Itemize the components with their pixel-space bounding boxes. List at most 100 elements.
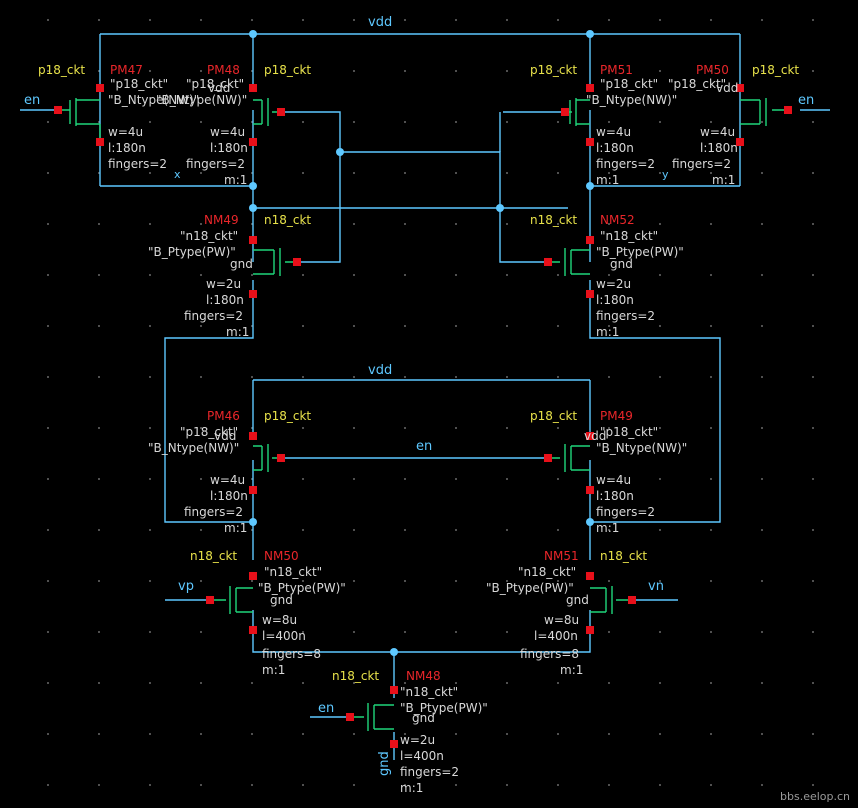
grid-dot [353, 70, 355, 72]
grid-dot [302, 325, 304, 327]
grid-dot [47, 223, 49, 225]
grid-dot [812, 631, 814, 633]
model-label: "p18_ckt" [600, 425, 658, 439]
grid-dot [47, 733, 49, 735]
grid-dot [659, 223, 661, 225]
grid-dot [251, 580, 253, 582]
param-fingers: fingers=2 [186, 157, 245, 171]
net-en-bottom: en [318, 701, 334, 716]
grid-dot [659, 733, 661, 735]
device-pm50[interactable]: PM50 p18_ckt "p18_ckt" vdd w=4u l:180n f… [668, 63, 799, 187]
grid-dot [149, 529, 151, 531]
grid-dot [761, 580, 763, 582]
grid-dot [608, 580, 610, 582]
grid-dot [455, 274, 457, 276]
model-label: "p18_ckt" [180, 425, 238, 439]
grid-dot [506, 682, 508, 684]
grid-dot [404, 274, 406, 276]
grid-dot [47, 19, 49, 21]
device-pm49[interactable]: p18_ckt PM49 "p18_ckt" vdd "B_Ntype(NW)"… [530, 409, 687, 535]
grid-dot [302, 19, 304, 21]
grid-dot [659, 274, 661, 276]
param-l: l:180n [700, 141, 738, 155]
device-pm47[interactable]: p18_ckt PM47 "p18_ckt" "B_Ntype(NW)" w=4… [38, 63, 199, 171]
param-w: w=4u [210, 473, 245, 487]
grid-dot [353, 19, 355, 21]
grid-dot [506, 733, 508, 735]
grid-dot [302, 121, 304, 123]
body-label: "B_Ntype(NW)" [148, 441, 239, 455]
grid-dot [200, 19, 202, 21]
cell-label: n18_ckt [332, 669, 379, 683]
grid-dot [710, 529, 712, 531]
param-fingers: fingers=8 [520, 647, 579, 661]
device-pins [54, 84, 792, 748]
grid-dot [251, 784, 253, 786]
grid-dot [149, 121, 151, 123]
param-m: m:1 [712, 173, 735, 187]
model-label: "n18_ckt" [518, 565, 576, 579]
grid-dot [404, 121, 406, 123]
grid-dot [710, 427, 712, 429]
grid-dot [455, 580, 457, 582]
grid-dot [557, 121, 559, 123]
grid-dot [251, 19, 253, 21]
net-x: x [174, 168, 181, 181]
grid-dot [506, 427, 508, 429]
pin-label: gnd [230, 257, 253, 271]
param-m: m:1 [560, 663, 583, 677]
grid-dot [659, 325, 661, 327]
param-fingers: fingers=2 [184, 309, 243, 323]
grid-dot [455, 70, 457, 72]
grid-dot [200, 631, 202, 633]
device-pm51[interactable]: p18_ckt PM51 "p18_ckt" "B_Ntype(NW)" w=4… [530, 63, 677, 187]
cell-label: p18_ckt [264, 409, 311, 423]
grid-dot [659, 172, 661, 174]
grid-dot [608, 223, 610, 225]
grid-dot [47, 682, 49, 684]
grid-dot [455, 325, 457, 327]
grid-dot [506, 223, 508, 225]
device-pm48[interactable]: PM48 p18_ckt "p18_ckt" vdd "B_Ntype(NW)"… [156, 63, 311, 187]
grid-dot [200, 223, 202, 225]
grid-dot [251, 376, 253, 378]
device-nm51[interactable]: NM51 n18_ckt "n18_ckt" "B_Ptype(PW)" gnd… [486, 549, 647, 677]
param-l: l:180n [596, 141, 634, 155]
cell-label: n18_ckt [600, 549, 647, 563]
grid-dot [506, 172, 508, 174]
grid-dot [557, 427, 559, 429]
device-nm52[interactable]: n18_ckt NM52 "n18_ckt" "B_Ptype(PW)" gnd… [530, 213, 684, 339]
grid-dot [761, 172, 763, 174]
model-label: "n18_ckt" [264, 565, 322, 579]
grid-dot [812, 682, 814, 684]
device-nm50[interactable]: n18_ckt NM50 "n18_ckt" "B_Ptype(PW)" gnd… [190, 549, 346, 677]
net-vdd-top: vdd [368, 15, 392, 30]
net-en-right: en [798, 93, 814, 108]
device-pm46[interactable]: PM46 p18_ckt "p18_ckt" vdd "B_Ntype(NW)"… [148, 409, 311, 535]
device-nm49[interactable]: NM49 n18_ckt "n18_ckt" "B_Ptype(PW)" gnd… [148, 213, 311, 339]
grid-dot [761, 733, 763, 735]
grid-dot [455, 19, 457, 21]
grid-dot [659, 427, 661, 429]
grid-dot [200, 325, 202, 327]
pin-label: vdd [214, 429, 236, 443]
device-nm48[interactable]: n18_ckt NM48 "n18_ckt" "B_Ptype(PW)" gnd… [332, 669, 488, 795]
grid-dot [353, 172, 355, 174]
grid-dot [302, 70, 304, 72]
grid-dot [557, 580, 559, 582]
grid-dot [353, 121, 355, 123]
body-label: "B_Ntype(NW)" [156, 93, 247, 107]
grid-dot [608, 19, 610, 21]
instance-label: NM52 [600, 213, 635, 227]
grid-dot [659, 631, 661, 633]
body-label: "B_Ptype(PW)" [400, 701, 488, 715]
grid-dot [455, 682, 457, 684]
grid-dot [710, 682, 712, 684]
grid-dot [353, 325, 355, 327]
grid-dot [404, 580, 406, 582]
grid-dot [455, 223, 457, 225]
grid-dot [98, 631, 100, 633]
grid-dot [659, 784, 661, 786]
grid-dot [302, 682, 304, 684]
